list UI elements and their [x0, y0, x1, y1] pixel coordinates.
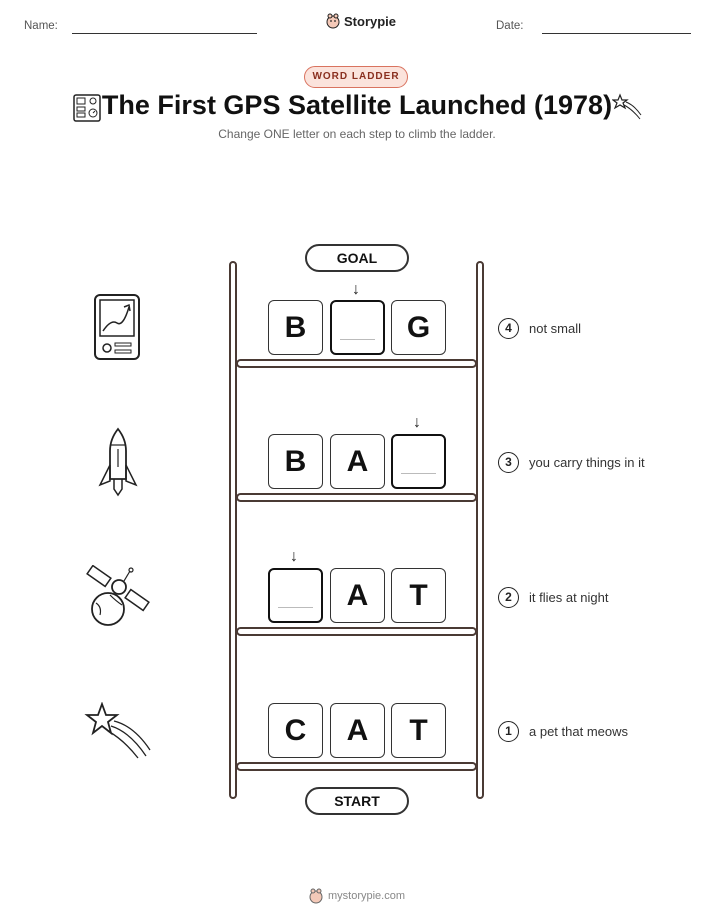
blank-letter-input[interactable]: [268, 568, 323, 623]
shooting-star-icon: [84, 702, 151, 759]
date-label: Date:: [496, 20, 524, 32]
letter-tile: A: [330, 568, 385, 623]
page-title: The First GPS Satellite Launched (1978): [101, 90, 613, 120]
satellite-icon: [86, 565, 150, 626]
ladder-rung: [236, 359, 477, 368]
ladder-rung: [236, 627, 477, 636]
ladder-right-rail: [476, 261, 484, 799]
step-number: 2: [498, 587, 519, 608]
down-arrow-icon: ↓: [290, 548, 298, 565]
letter-tile: T: [391, 703, 446, 758]
footer-url[interactable]: mystorypie.com: [327, 890, 406, 902]
name-field[interactable]: [72, 33, 257, 34]
name-label: Name:: [24, 20, 58, 32]
rocket-icon: [98, 427, 138, 497]
control-panel-icon: [73, 94, 101, 122]
date-field[interactable]: [542, 33, 691, 34]
clue-text: it flies at night: [529, 590, 609, 605]
clue-text: you carry things in it: [529, 455, 645, 470]
clue-text: a pet that meows: [529, 724, 628, 739]
down-arrow-icon: ↓: [352, 281, 360, 298]
blank-letter-input[interactable]: [330, 300, 385, 355]
letter-tile: B: [268, 300, 323, 355]
down-arrow-icon: ↓: [413, 414, 421, 431]
pie-mascot-icon: [326, 13, 340, 29]
ladder-rung: [236, 493, 477, 502]
start-label: START: [305, 787, 409, 815]
letter-tile: G: [391, 300, 446, 355]
brand-name: Storypie: [344, 13, 397, 29]
ladder-rung: [236, 762, 477, 771]
activity-badge: WORD LADDER: [304, 66, 408, 88]
letter-tile: T: [391, 568, 446, 623]
step-number: 3: [498, 452, 519, 473]
instructions: Change ONE letter on each step to climb …: [218, 127, 496, 141]
letter-tile: B: [268, 434, 323, 489]
letter-tile: A: [330, 434, 385, 489]
shooting-star-icon: [612, 93, 642, 120]
clue-text: not small: [529, 321, 582, 336]
letter-tile: A: [330, 703, 385, 758]
step-number: 4: [498, 318, 519, 339]
gps-device-icon: [94, 294, 140, 360]
pie-mascot-icon: [309, 888, 323, 904]
step-number: 1: [498, 721, 519, 742]
letter-tile: C: [268, 703, 323, 758]
goal-label: GOAL: [305, 244, 409, 272]
blank-letter-input[interactable]: [391, 434, 446, 489]
brand-logo: Storypie: [326, 13, 396, 29]
footer: mystorypie.com: [0, 888, 714, 904]
ladder-left-rail: [229, 261, 237, 799]
